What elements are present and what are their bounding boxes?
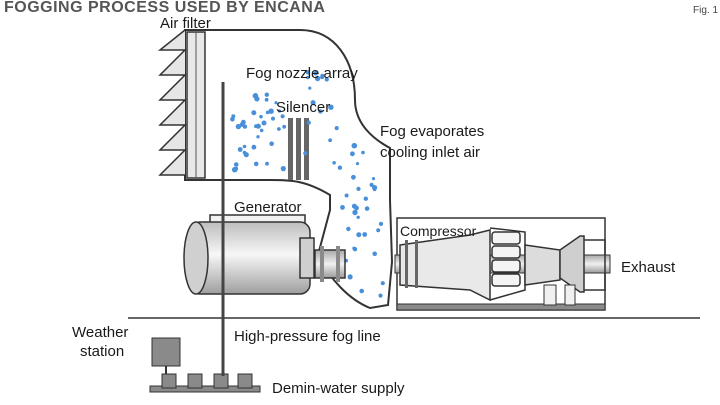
- fog-droplet: [363, 196, 368, 201]
- fog-droplet: [251, 144, 257, 150]
- fog-droplet: [369, 182, 374, 187]
- fog-droplet: [314, 75, 321, 82]
- demin-water-supply: [149, 373, 261, 393]
- fog-droplet: [356, 215, 360, 219]
- fog-droplet: [280, 114, 285, 119]
- fog-droplet: [305, 70, 311, 75]
- fog-droplet: [372, 251, 378, 257]
- fog-droplet: [372, 187, 377, 192]
- fog-droplet: [351, 174, 356, 180]
- turbine-base: [396, 303, 606, 311]
- fog-droplet: [280, 166, 286, 172]
- fog-droplets: [230, 70, 385, 298]
- fog-droplet: [237, 147, 243, 152]
- fog-droplet: [310, 100, 316, 106]
- fog-droplet: [361, 150, 365, 155]
- fog-droplet: [337, 165, 343, 170]
- fog-droplet: [264, 92, 269, 97]
- fog-droplet: [364, 206, 370, 211]
- fog-droplet: [271, 116, 275, 121]
- air-filter-louvres: [157, 29, 187, 176]
- exhaust-duct: [584, 239, 606, 291]
- label-weather: Weather: [72, 324, 128, 341]
- fog-droplet: [355, 162, 360, 166]
- fog-droplet: [371, 177, 376, 181]
- fog-droplet: [328, 138, 332, 143]
- fog-droplet: [356, 186, 361, 191]
- fog-droplet: [264, 97, 269, 102]
- exhaust-cone: [559, 235, 585, 293]
- label-silencer: Silencer: [276, 99, 330, 116]
- fog-droplet: [303, 151, 308, 156]
- label-cooling-inlet-air: cooling inlet air: [380, 144, 480, 161]
- label-generator: Generator: [234, 199, 302, 216]
- fog-droplet: [328, 104, 334, 110]
- fog-droplet: [274, 101, 278, 105]
- fog-droplet: [318, 109, 323, 114]
- fog-droplet: [362, 232, 368, 237]
- compressor-section: [399, 229, 491, 302]
- fog-droplet: [268, 108, 274, 114]
- figure-title: FOGGING PROCESS USED BY ENCANA: [4, 0, 325, 16]
- fog-droplet: [254, 96, 260, 102]
- fog-droplet: [380, 281, 385, 286]
- fog-droplet: [253, 161, 259, 167]
- fog-droplet: [351, 142, 358, 149]
- label-air-filter: Air filter: [160, 15, 211, 32]
- fog-droplet: [378, 293, 383, 298]
- fog-droplet: [308, 86, 312, 90]
- fog-droplet: [306, 120, 311, 125]
- fog-droplet: [378, 221, 384, 226]
- fog-droplet: [265, 161, 269, 166]
- fog-droplet: [261, 120, 267, 126]
- fog-droplet: [230, 117, 235, 122]
- label-exhaust: Exhaust: [621, 259, 676, 276]
- fog-droplet: [251, 110, 257, 116]
- fog-droplet: [235, 123, 242, 130]
- fog-droplet: [332, 161, 336, 165]
- fog-droplet: [356, 232, 362, 238]
- fog-droplet: [243, 152, 249, 158]
- fog-droplet: [347, 274, 353, 280]
- fog-droplet: [320, 75, 325, 80]
- fog-droplet: [340, 205, 345, 210]
- label-high-pressure-fog-line: High-pressure fog line: [234, 328, 381, 345]
- fog-droplet: [256, 135, 260, 139]
- weather-station: [151, 337, 181, 367]
- label-compressor: Compressor: [400, 223, 477, 239]
- fog-droplet: [254, 124, 258, 129]
- fog-droplet: [259, 114, 263, 119]
- fog-droplet: [313, 70, 318, 76]
- fog-droplet: [306, 75, 310, 80]
- fog-droplet: [233, 162, 239, 167]
- fog-droplet: [277, 109, 282, 113]
- coupling: [314, 249, 346, 279]
- fog-droplet: [376, 228, 381, 233]
- fog-droplet: [282, 124, 287, 129]
- silencer: [288, 118, 309, 180]
- fog-droplet: [234, 166, 239, 171]
- fog-droplet: [350, 151, 355, 157]
- fog-droplet: [346, 226, 351, 232]
- label-demin-water-supply: Demin-water supply: [272, 380, 405, 397]
- combustor-cans: [491, 231, 521, 287]
- fog-droplet: [259, 128, 264, 133]
- fog-droplet: [241, 119, 246, 125]
- fog-droplet: [344, 193, 349, 198]
- fog-droplet: [277, 127, 281, 131]
- figure-number: Fig. 1: [693, 5, 718, 16]
- fog-droplet: [351, 203, 357, 209]
- fog-droplet: [359, 288, 365, 294]
- fog-droplet: [324, 77, 329, 82]
- fog-droplet: [352, 209, 358, 216]
- fog-droplet: [269, 141, 274, 146]
- fog-droplet: [352, 246, 356, 250]
- fog-droplet: [242, 144, 247, 149]
- label-station: station: [80, 343, 124, 360]
- turbine-section: [524, 244, 561, 286]
- fog-droplet: [334, 126, 339, 131]
- label-fog-nozzle-array: Fog nozzle array: [246, 65, 358, 82]
- label-fog-evaporates: Fog evaporates: [380, 123, 484, 140]
